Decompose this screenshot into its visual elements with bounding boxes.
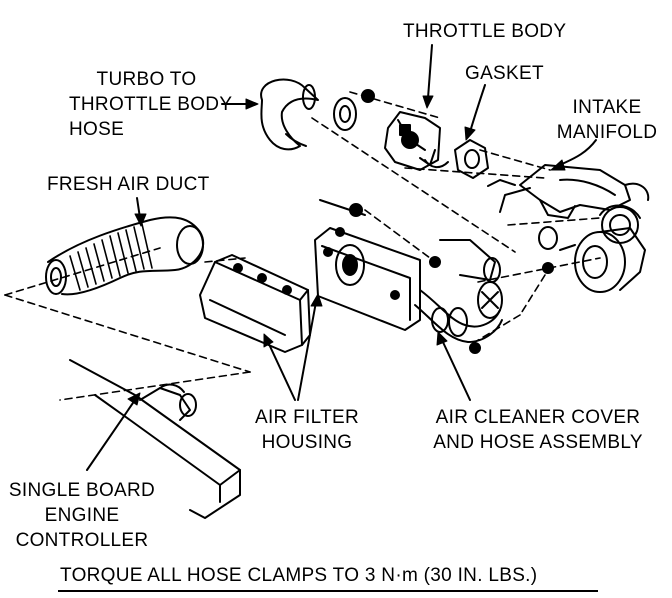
leader-arrows: [86, 44, 597, 471]
air-cleaner-cover-part: [314, 199, 503, 354]
label-fresh-air-duct: FRESH AIR DUCT: [47, 174, 210, 195]
caption-underline: [58, 590, 598, 592]
label-turbo-hose: TURBO TO THROTTLE BODY HOSE: [69, 69, 233, 140]
label-throttle-body: THROTTLE BODY: [403, 21, 567, 42]
label-gasket: GASKET: [465, 63, 544, 84]
gasket-part: [454, 139, 489, 179]
fresh-air-duct-part: [45, 216, 205, 296]
label-single-board-controller: SINGLE BOARD ENGINE CONTROLLER: [8, 480, 156, 551]
torque-caption: TORQUE ALL HOSE CLAMPS TO 3 N·m (30 IN. …: [60, 565, 538, 586]
label-air-cleaner-cover: AIR CLEANER COVER AND HOSE ASSEMBLY: [433, 407, 643, 453]
arrowheads: [127, 95, 566, 406]
air-filter-housing-part: [199, 254, 311, 353]
intake-manifold-part: [487, 164, 650, 244]
label-air-filter-housing: AIR FILTER HOUSING: [255, 407, 359, 453]
turbo-hose-part: [260, 78, 375, 151]
throttle-body-part: [384, 111, 449, 171]
turbo-housing-part: [538, 226, 646, 293]
label-intake-manifold: INTAKE MANIFOLD: [556, 97, 658, 143]
